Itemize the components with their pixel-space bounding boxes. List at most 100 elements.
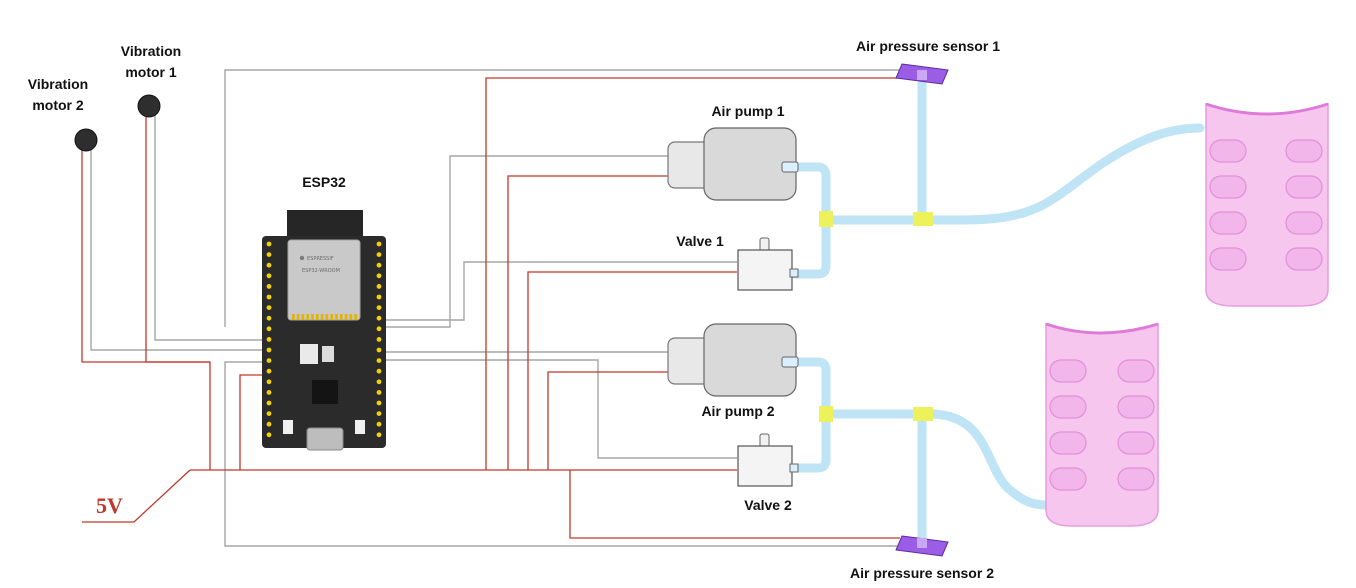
header-pin (376, 252, 382, 257)
module-pad (301, 314, 305, 320)
wire-sensor2-power (569, 470, 900, 539)
label-5v: 5V (96, 493, 123, 518)
actuator-chamber (1285, 175, 1323, 199)
label-air-pressure-sensor-1: Air pressure sensor 1 (856, 38, 1000, 54)
header-pin (376, 411, 382, 416)
tube-valve2 (787, 409, 831, 473)
valve1-body (737, 249, 793, 291)
header-pin (376, 358, 382, 363)
esp32-module-shield (287, 239, 361, 321)
module-pad (340, 314, 343, 320)
header-pin (376, 262, 382, 268)
header-pin (376, 400, 382, 406)
module-brand-label: ESPRESSIF (307, 256, 334, 262)
sensor2-port (917, 538, 927, 548)
header-pin (266, 305, 272, 310)
power-wires (81, 77, 900, 539)
header-pin (266, 379, 272, 385)
header-pin (266, 241, 272, 247)
wire-motor2-signal (90, 148, 270, 351)
actuator-chamber (1209, 247, 1247, 271)
header-pin (376, 368, 382, 374)
actuator-chamber (1209, 211, 1247, 235)
wire-valve2-signal (384, 359, 737, 459)
board-pins (266, 241, 382, 438)
module-pad (292, 314, 295, 320)
header-pin (266, 337, 272, 342)
wire-pump1-power (507, 175, 668, 470)
actuator-chamber (1049, 467, 1087, 491)
wire-motor1-signal (154, 114, 270, 341)
module-pad (316, 314, 319, 320)
pump1-nozzle (781, 161, 799, 173)
header-pin (376, 379, 382, 385)
label-valve-1: Valve 1 (676, 233, 724, 249)
wire-esp32-power (239, 374, 270, 470)
module-pad (320, 314, 324, 320)
soft-actuator-1 (1205, 102, 1329, 307)
wire-motor2-power (81, 148, 210, 363)
actuator1-ribs (1209, 139, 1323, 271)
header-pin (266, 411, 272, 416)
wire-sensor1-signal (224, 69, 900, 327)
usb-uart-chip (312, 380, 338, 404)
module-pad (349, 314, 353, 320)
tube-pump2 (791, 357, 831, 419)
module-pad (330, 314, 333, 320)
actuator-chamber (1285, 211, 1323, 235)
module-pad (311, 314, 314, 320)
label-vibration-motor-1-line2: motor 1 (125, 64, 177, 80)
header-pin (376, 315, 382, 321)
label-air-pump-1: Air pump 1 (711, 103, 784, 119)
header-pin (266, 390, 272, 395)
header-pin (266, 326, 272, 332)
wire-pump1-signal (384, 155, 668, 328)
vibration-motor-2 (74, 128, 98, 152)
tube-valve1 (787, 215, 831, 279)
joint-sensor2 (913, 407, 933, 421)
header-pin (266, 273, 272, 279)
tube-joints (819, 211, 933, 422)
air-pump-1 (667, 127, 799, 201)
header-pin (266, 432, 272, 438)
actuator-chamber (1049, 395, 1087, 419)
header-pin (266, 421, 272, 427)
actuator1-rim (1205, 102, 1329, 116)
actuator-chamber (1117, 431, 1155, 455)
module-pad (335, 314, 338, 320)
valve-2 (737, 433, 799, 487)
module-pads (292, 314, 357, 320)
joint-sensor1 (913, 212, 933, 226)
header-pin (376, 432, 382, 438)
actuator-chamber (1285, 247, 1323, 271)
header-pin (266, 262, 272, 268)
joint-pump1-valve1 (819, 211, 833, 227)
header-pin (266, 294, 272, 300)
header-pin (266, 315, 272, 321)
actuator-chamber (1049, 359, 1087, 383)
header-pin (266, 252, 272, 257)
actuator-chamber (1117, 395, 1155, 419)
header-pin (376, 305, 382, 310)
actuator-chamber (1049, 431, 1087, 455)
actuator1-body (1205, 102, 1329, 307)
header-pin (266, 368, 272, 374)
actuator-chamber (1209, 175, 1247, 199)
module-pad (325, 314, 329, 320)
wire-5v-input (82, 469, 191, 523)
module-pad (344, 314, 348, 320)
header-pin (376, 294, 382, 300)
regulator-chip (300, 344, 318, 364)
joint-pump2-valve2 (819, 406, 833, 422)
header-pin (376, 421, 382, 427)
wire-pump2-power (547, 371, 668, 470)
tube-main-2 (821, 409, 1053, 510)
esp32-antenna (287, 210, 363, 240)
header-pin (266, 284, 272, 289)
boot-button (355, 420, 365, 434)
regulator-tab (322, 346, 334, 362)
header-pin (376, 241, 382, 247)
label-vibration-motor-2-line1: Vibration (28, 76, 88, 92)
actuator-chamber (1117, 359, 1155, 383)
header-pin (376, 284, 382, 289)
